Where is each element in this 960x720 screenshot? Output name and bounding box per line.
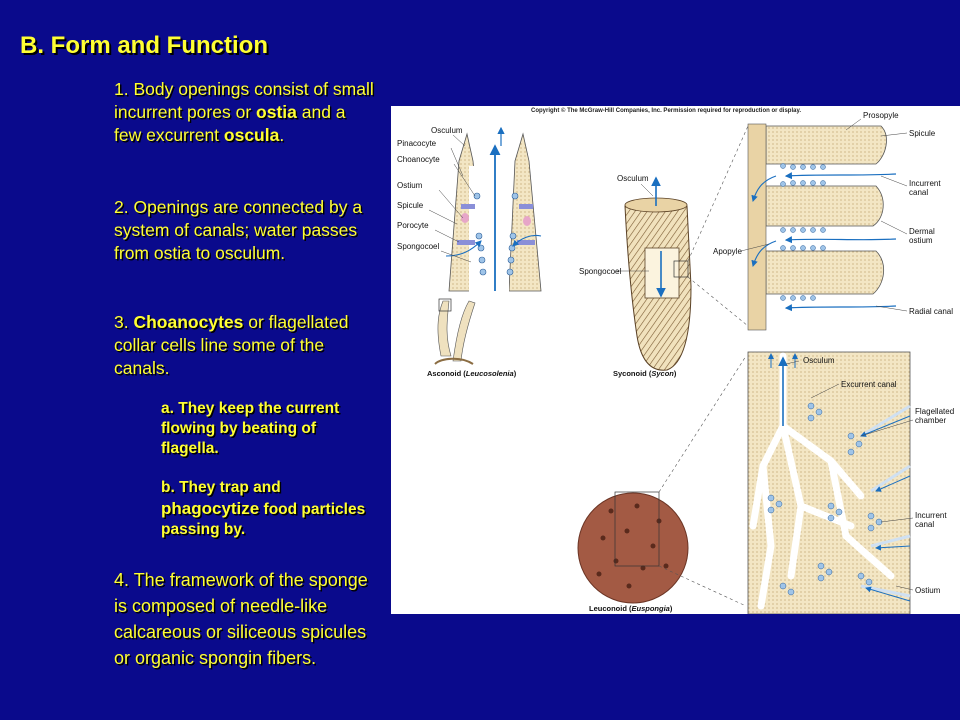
copyright-note: Copyright © The McGraw-Hill Companies, I… <box>531 107 801 114</box>
label-osculum: Osculum <box>431 126 463 135</box>
label-ostium: Ostium <box>397 181 423 190</box>
sponge-body-types-figure: Copyright © The McGraw-Hill Companies, I… <box>391 106 960 614</box>
label-excurrent-canal: Excurrent canal <box>841 380 897 389</box>
point-1: 1. Body openings consist of small incurr… <box>114 78 376 146</box>
point-2: 2. Openings are connected by a system of… <box>114 197 363 263</box>
term-choanocytes: Choanocytes <box>133 312 244 332</box>
point-3-num: 3. <box>114 312 134 332</box>
label-leuconoid-ostium: Ostium <box>915 586 941 595</box>
point-1-text: 1. Body openings consist of small incurr… <box>114 79 374 122</box>
asconoid-diagram: Osculum Pinacocyte Choanocyte Ostium Spi… <box>397 126 542 378</box>
subpoint-b-text: b. They trap and <box>161 479 281 496</box>
asconoid-caption: Asconoid (Leucosolenia) <box>427 369 517 378</box>
point-3: 3. Choanocytes or flagellated collar cel… <box>114 311 376 379</box>
syconoid-diagram: Osculum Spongocoel Syconoid (Sycon) <box>579 125 749 378</box>
label-spongocoel: Spongocoel <box>397 242 439 251</box>
label-prosopyle: Prosopyle <box>863 111 899 120</box>
subpoint-a: a. They keep the current flowing by beat… <box>161 400 340 457</box>
subpoint-b: b. They trap and phagocytize food partic… <box>161 478 376 539</box>
point-4: 4. The framework of the sponge is compos… <box>114 570 368 669</box>
syconoid-caption: Syconoid (Sycon) <box>613 369 677 378</box>
label-syconoid-spicule: Spicule <box>909 129 936 138</box>
label-radial-canal: Radial canal <box>909 307 953 316</box>
leuconoid-diagram: Leuconoid (Euspongia) <box>577 351 954 614</box>
label-syconoid-osculum: Osculum <box>617 174 649 183</box>
label-choanocyte: Choanocyte <box>397 155 440 164</box>
sponge-diagram: Copyright © The McGraw-Hill Companies, I… <box>397 107 960 614</box>
leuconoid-caption: Leuconoid (Euspongia) <box>589 604 673 613</box>
label-apopyle: Apopyle <box>713 247 742 256</box>
term-ostia: ostia <box>256 101 297 122</box>
label-porocyte: Porocyte <box>397 221 429 230</box>
label-syconoid-spongocoel: Spongocoel <box>579 267 621 276</box>
label-pinacocyte: Pinacocyte <box>397 139 437 148</box>
term-phagocytize: phagocytize <box>161 498 260 518</box>
label-leuconoid-osculum: Osculum <box>803 356 835 365</box>
term-oscula: oscula <box>223 124 280 145</box>
point-1-end: . <box>279 124 285 145</box>
label-spicule: Spicule <box>397 201 424 210</box>
point-3-text: or flagellated collar cells line some of… <box>114 312 349 378</box>
subpoint-b-text-2: food particles passing by. <box>161 500 366 538</box>
slide-title: B. Form and Function <box>20 32 268 59</box>
point-1-text-2: and a few excurrent <box>114 101 346 145</box>
